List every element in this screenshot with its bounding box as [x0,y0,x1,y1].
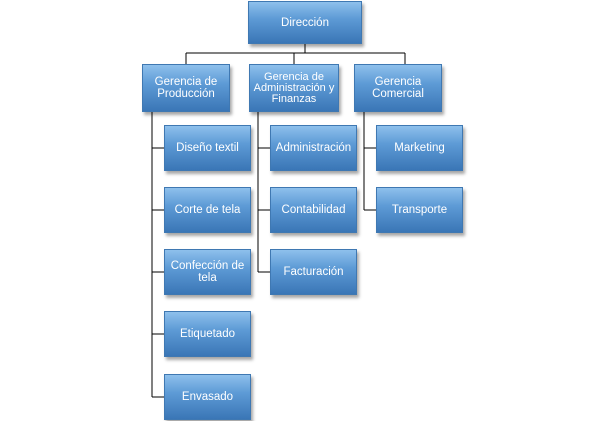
node-label: Etiquetado [180,328,235,340]
node-marketing: Marketing [376,125,463,171]
node-label: Corte de tela [174,204,241,216]
node-label: Confección de tela [170,260,245,284]
node-contabilidad: Contabilidad [270,187,357,233]
node-label: Administración [275,142,352,154]
node-gerencia-comercial: Gerencia Comercial [354,64,442,112]
node-etiquetado: Etiquetado [164,311,251,357]
node-diseno-textil: Diseño textil [164,125,251,171]
node-confeccion-de-tela: Confección de tela [164,249,251,295]
node-direccion: Dirección [248,1,362,44]
node-gerencia-administracion-finanzas: Gerencia de Administración y Finanzas [249,64,339,112]
node-label: Gerencia de Administración y Finanzas [253,70,335,105]
node-label: Transporte [391,204,448,216]
node-administracion: Administración [270,125,357,171]
node-label: Marketing [394,142,445,154]
node-label: Gerencia de Producción [154,76,218,100]
node-envasado: Envasado [164,374,251,420]
node-gerencia-produccion: Gerencia de Producción [142,64,230,112]
node-transporte: Transporte [376,187,463,233]
node-label: Envasado [181,391,234,403]
node-label: Contabilidad [281,204,346,216]
node-corte-de-tela: Corte de tela [164,187,251,233]
node-label: Gerencia Comercial [372,76,424,100]
node-label: Facturación [283,266,344,278]
node-label: Dirección [281,16,329,29]
node-facturacion: Facturación [270,249,357,295]
node-label: Diseño textil [176,142,239,154]
